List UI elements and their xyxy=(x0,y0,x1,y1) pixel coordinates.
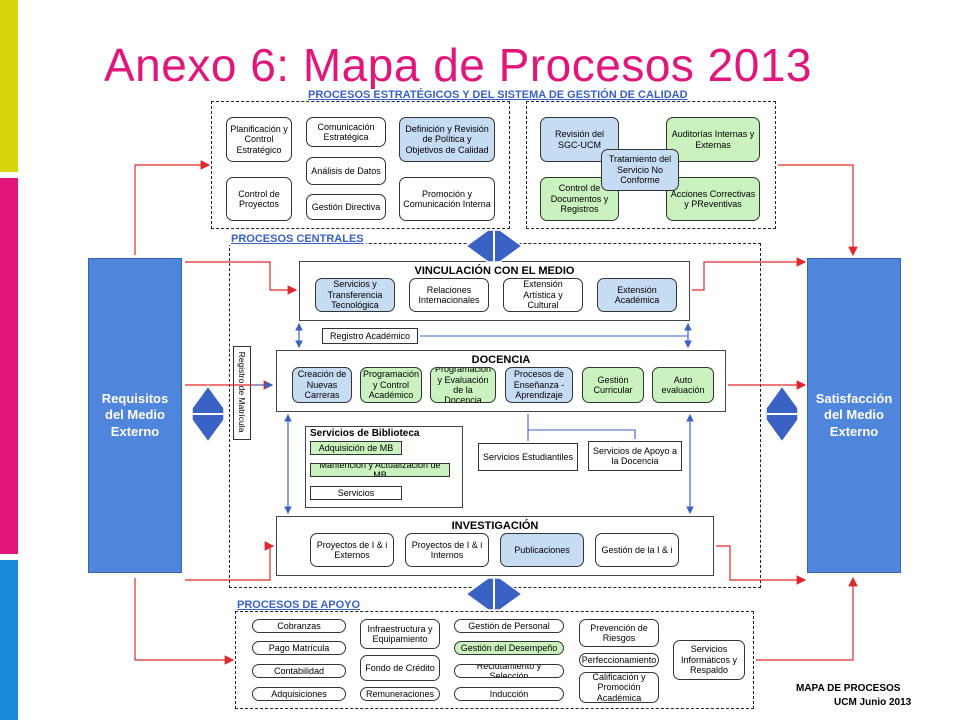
satisfaccion-column: Satisfacción del Medio Externo xyxy=(807,258,901,573)
box-auditorias[interactable]: Auditorías Internas y Externas xyxy=(666,117,760,162)
box-prevencion-riesgos[interactable]: Prevención de Riesgos xyxy=(579,619,659,647)
box-publicaciones[interactable]: Publicaciones xyxy=(500,533,584,567)
box-analisis-datos[interactable]: Análisis de Datos xyxy=(306,157,386,185)
docencia-title: DOCENCIA xyxy=(471,354,531,366)
double-arrow-right xyxy=(765,384,799,444)
box-perfeccionamiento[interactable]: Perfeccionamiento xyxy=(579,653,659,667)
estrategicos-label: PROCESOS ESTRATÉGICOS Y DEL SISTEMA DE G… xyxy=(306,89,690,101)
box-infraestructura[interactable]: Infraestructura y Equipamiento xyxy=(360,619,440,649)
box-extension-artistica[interactable]: Extensión Artística y Cultural xyxy=(503,278,583,312)
box-promocion-comunicacion[interactable]: Promoción y Comunicación Interna xyxy=(399,177,495,221)
box-induccion[interactable]: Inducción xyxy=(454,687,564,701)
apoyo-label: PROCESOS DE APOYO xyxy=(235,599,363,611)
box-calificacion-promocion[interactable]: Calificación y Promoción Académica xyxy=(579,672,659,703)
box-auto-evaluacion[interactable]: Auto evaluación xyxy=(652,367,714,403)
requisitos-column: Requisitos del Medio Externo xyxy=(88,258,182,573)
box-servicios-apoyo-docencia[interactable]: Servicios de Apoyo a la Docencia xyxy=(588,441,682,471)
box-servicios-informaticos[interactable]: Servicios Informáticos y Respaldo xyxy=(673,640,745,680)
arrow-req-to-apoyo xyxy=(134,578,235,665)
arrow-req-to-estrategicos xyxy=(134,160,211,255)
map-legend: MAPA DE PROCESOS UCM Junio 2013 xyxy=(796,682,911,710)
box-gestion-personal[interactable]: Gestión de Personal xyxy=(454,619,564,633)
box-adquisiciones[interactable]: Adquisiciones xyxy=(252,687,346,701)
accent-band-yellow xyxy=(0,0,18,172)
investigacion-title: INVESTIGACIÓN xyxy=(451,520,539,532)
vinculacion-title: VINCULACIÓN CON EL MEDIO xyxy=(414,265,575,277)
box-definicion-politica[interactable]: Definición y Revisión de Política y Obje… xyxy=(399,117,495,162)
arrow-apoyo-to-sat xyxy=(756,576,858,661)
box-gestion-curricular[interactable]: Gestión Curricular xyxy=(582,367,644,403)
box-servicios-transferencia[interactable]: Servicios y Transferencia Tecnológica xyxy=(315,278,395,312)
box-servicios-estudiantiles[interactable]: Servicios Estudiantiles xyxy=(478,443,578,471)
accent-band-blue xyxy=(0,560,18,720)
box-registro-matricula[interactable] xyxy=(233,346,251,440)
box-proyectos-externos[interactable]: Proyectos de I & i Externos xyxy=(310,533,394,567)
box-control-proyectos[interactable]: Control de Proyectos xyxy=(226,177,292,221)
box-servicios-biblioteca[interactable]: Servicios xyxy=(310,486,402,500)
box-planificacion[interactable]: Planificación y Control Estratégico xyxy=(226,117,292,162)
box-reclutamiento[interactable]: Reclutamiento y Selección xyxy=(454,664,564,678)
box-tratamiento-no-conforme[interactable]: Tratamiento del Servicio No Conforme xyxy=(601,149,679,191)
box-comunicacion-estrategica[interactable]: Comunicación Estratégica xyxy=(306,117,386,147)
box-adquisicion-mb[interactable]: Adquisición de MB xyxy=(310,441,402,455)
box-acciones-correctivas[interactable]: Acciones Correctivas y PReventivas xyxy=(666,177,760,221)
legend-line-2: UCM Junio 2013 xyxy=(834,697,912,708)
box-gestion-desempeno[interactable]: Gestión del Desempeño xyxy=(454,641,564,655)
estrategicos-left-frame xyxy=(211,101,510,229)
box-remuneraciones[interactable]: Remuneraciones xyxy=(360,687,440,701)
box-programacion-evaluacion[interactable]: Programación y Evaluación de la Docencia xyxy=(430,367,496,403)
legend-line-1: MAPA DE PROCESOS xyxy=(796,683,901,694)
biblioteca-title: Servicios de Biblioteca xyxy=(310,428,420,439)
box-contabilidad[interactable]: Contabilidad xyxy=(252,664,346,678)
arrow-estrategicos-to-sat xyxy=(778,164,858,257)
double-arrow-left xyxy=(191,384,225,444)
box-gestion-directiva[interactable]: Gestión Directiva xyxy=(306,194,386,220)
box-creacion-carreras[interactable]: Creación de Nuevas Carreras xyxy=(292,367,352,403)
box-extension-academica[interactable]: Extensión Académica xyxy=(597,278,677,312)
box-cobranzas[interactable]: Cobranzas xyxy=(252,619,346,633)
accent-band-magenta xyxy=(0,178,18,554)
box-gestion-ii[interactable]: Gestión de la I & i xyxy=(595,533,679,567)
box-programacion-control[interactable]: Programación y Control Académico xyxy=(360,367,422,403)
box-ensenanza-aprendizaje[interactable]: Procesos de Enseñanza - Aprendizaje xyxy=(505,367,573,403)
box-fondo-credito[interactable]: Fondo de Crédito xyxy=(360,655,440,681)
apoyo-frame xyxy=(235,611,754,709)
slide-title: Anexo 6: Mapa de Procesos 2013 xyxy=(104,39,813,91)
estrategicos-right-frame xyxy=(526,101,776,229)
box-registro-academico[interactable]: Registro Académico xyxy=(322,328,418,344)
box-pago-matricula[interactable]: Pago Matrícula xyxy=(252,641,346,655)
box-relaciones-internacionales[interactable]: Relaciones Internacionales xyxy=(409,278,489,312)
centrales-label: PROCESOS CENTRALES xyxy=(229,233,366,245)
box-mantencion-mb[interactable]: Mantención y Actualización de MB xyxy=(310,463,450,477)
box-proyectos-internos[interactable]: Proyectos de I & i Internos xyxy=(405,533,489,567)
registro-matricula-label: Registro de Matrícula xyxy=(237,351,247,433)
